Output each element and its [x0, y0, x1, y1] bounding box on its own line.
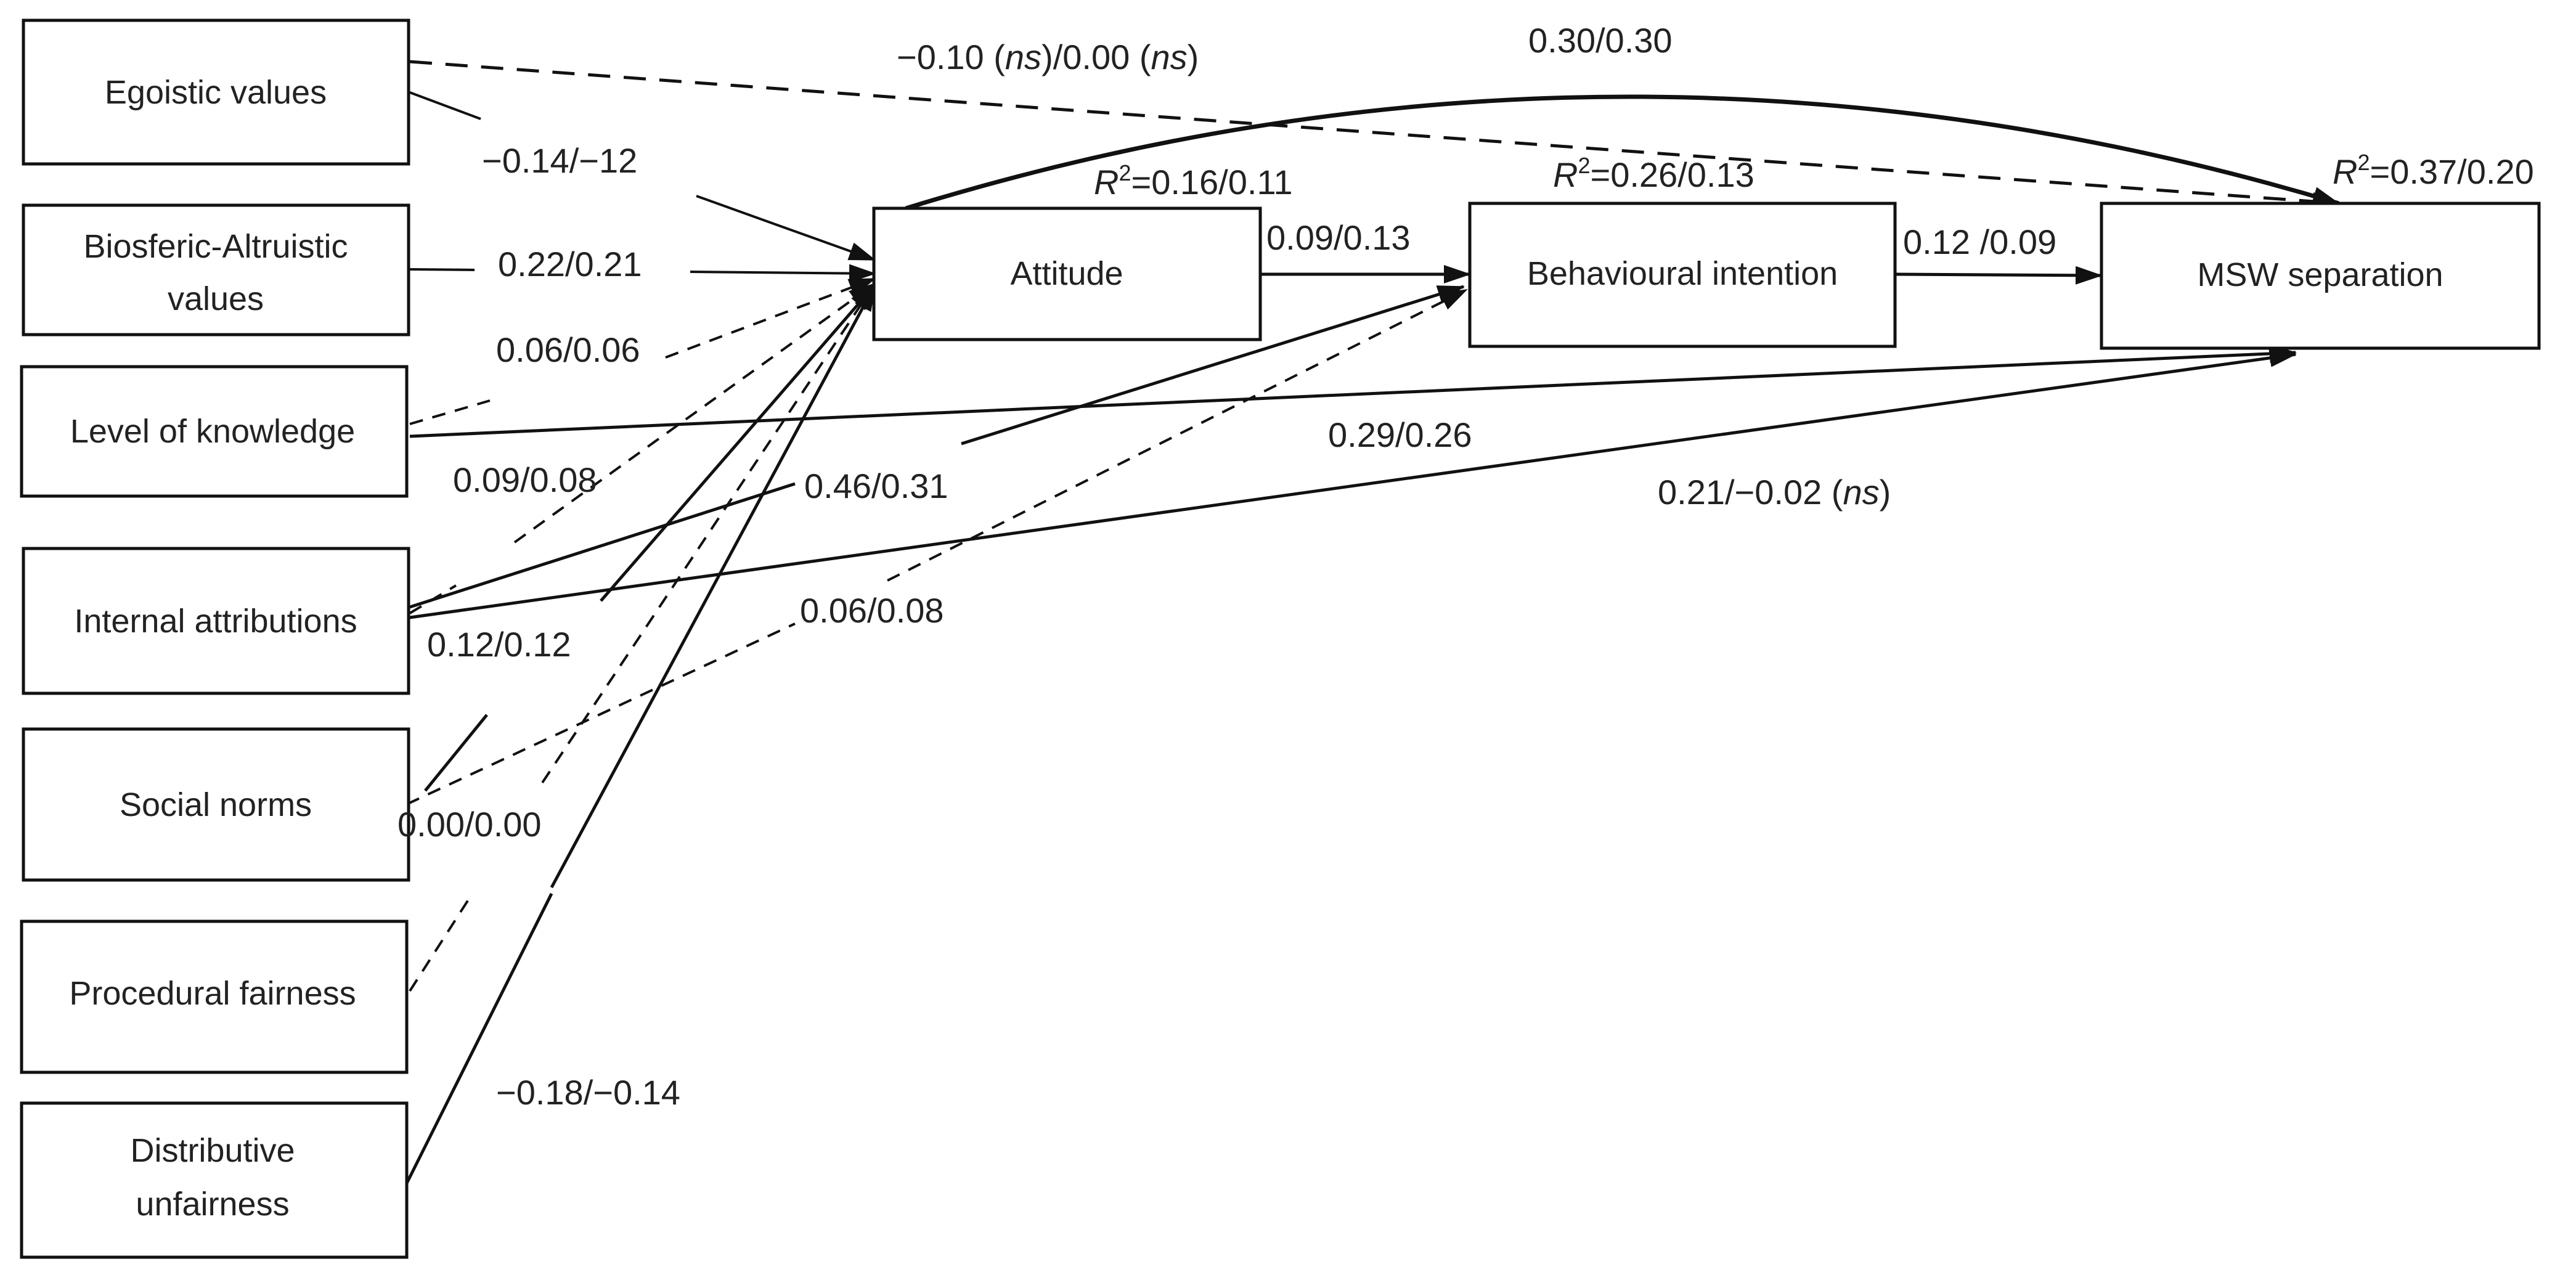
r-squared-labels: R2=0.16/0.11 R2=0.26/0.13 R2=0.37/0.20 — [1094, 150, 2534, 202]
path-attitude-separation — [905, 94, 2340, 211]
r2-msw-separation: R2=0.37/0.20 — [2333, 150, 2534, 191]
coef-egoistic-separation: −0.10 (ns)/0.00 (ns) — [897, 38, 1199, 76]
box-biosferic-altruistic-values — [22, 203, 410, 336]
path-egoistic-attitude-seg1 — [409, 91, 481, 120]
box-level-of-knowledge — [20, 365, 409, 498]
path-intention-separation — [1894, 266, 2103, 285]
coef-procedural-attitude: 0.00/0.00 — [397, 805, 542, 844]
label-biosferic-line2: values — [168, 280, 264, 317]
path-egoistic-attitude-seg2 — [696, 195, 876, 261]
path-procedural-attitude-seg1 — [409, 899, 470, 992]
path-knowledge-separation — [409, 344, 2297, 438]
path-egoistic-separation — [409, 60, 2340, 211]
label-distributive-line1: Distributive — [130, 1132, 295, 1169]
box-msw-separation — [2100, 202, 2541, 350]
path-biosferic-attitude-seg1 — [409, 268, 475, 271]
path-internal-intention-seg2 — [961, 285, 1465, 446]
r2-intention: R2=0.26/0.13 — [1553, 153, 1755, 194]
box-procedural-fairness — [20, 919, 409, 1074]
paths — [405, 60, 2340, 1184]
box-distributive-unfairness — [20, 1101, 409, 1259]
box-labels: Egoistic values Biosferic-Altruistic val… — [69, 74, 2443, 1223]
path-social-attitude-seg1 — [424, 714, 488, 792]
coef-social-attitude: 0.12/0.12 — [427, 625, 571, 664]
coef-biosferic-attitude: 0.22/0.21 — [498, 245, 642, 283]
r2-attitude: R2=0.16/0.11 — [1094, 160, 1293, 202]
path-social-intention-seg1 — [406, 622, 796, 805]
box-internal-attributions — [22, 547, 410, 695]
path-internal-intention-seg1 — [409, 482, 796, 609]
coef-attitude-separation: 0.30/0.30 — [1528, 21, 1673, 60]
coef-distributive-attitude: −0.18/−0.14 — [496, 1073, 680, 1112]
coef-intention-separation: 0.12 /0.09 — [1903, 222, 2056, 261]
path-procedural-attitude-seg2 — [541, 282, 876, 784]
label-social-norms: Social norms — [120, 786, 312, 823]
path-social-attitude-seg2 — [600, 283, 876, 602]
coef-knowledge-attitude: 0.06/0.06 — [496, 330, 640, 369]
coef-egoistic-attitude: −0.14/−12 — [482, 141, 637, 180]
path-knowledge-attitude-seg1 — [409, 399, 491, 425]
coef-social-intention: 0.06/0.08 — [800, 591, 944, 630]
outcome-boxes — [872, 202, 2541, 350]
label-behavioural-intention: Behavioural intention — [1527, 255, 1838, 292]
path-internal-separation — [409, 348, 2297, 619]
path-distributive-attitude-seg2 — [550, 283, 877, 889]
box-egoistic-values — [22, 18, 410, 166]
coef-internal-intention: 0.46/0.31 — [804, 467, 948, 505]
label-procedural-fairness: Procedural fairness — [69, 975, 356, 1012]
coefficient-labels: −0.10 (ns)/0.00 (ns) 0.30/0.30 −0.14/−12… — [397, 21, 2056, 1112]
label-level-of-knowledge: Level of knowledge — [70, 413, 355, 450]
path-internal-attitude-seg2 — [513, 282, 876, 544]
label-attitude: Attitude — [1010, 255, 1123, 292]
path-distributive-attitude-seg1 — [405, 892, 553, 1184]
predictor-boxes — [20, 18, 410, 1259]
label-internal-attributions: Internal attributions — [74, 603, 357, 640]
path-social-intention-seg2 — [887, 288, 1468, 582]
coef-internal-separation: 0.21/−0.02 (ns) — [1658, 473, 1891, 512]
box-social-norms — [22, 727, 410, 882]
path-biosferic-attitude-seg2 — [690, 264, 876, 283]
label-msw-separation: MSW separation — [2197, 256, 2443, 293]
coef-internal-attitude: 0.09/0.08 — [453, 460, 597, 499]
box-attitude — [872, 206, 1262, 341]
coef-attitude-intention: 0.09/0.13 — [1266, 218, 1411, 257]
label-egoistic-values: Egoistic values — [105, 74, 327, 111]
label-distributive-line2: unfairness — [136, 1186, 289, 1223]
label-biosferic-line1: Biosferic-Altruistic — [83, 228, 348, 265]
box-behavioural-intention — [1468, 202, 1897, 348]
coef-knowledge-separation: 0.29/0.26 — [1328, 415, 1472, 454]
